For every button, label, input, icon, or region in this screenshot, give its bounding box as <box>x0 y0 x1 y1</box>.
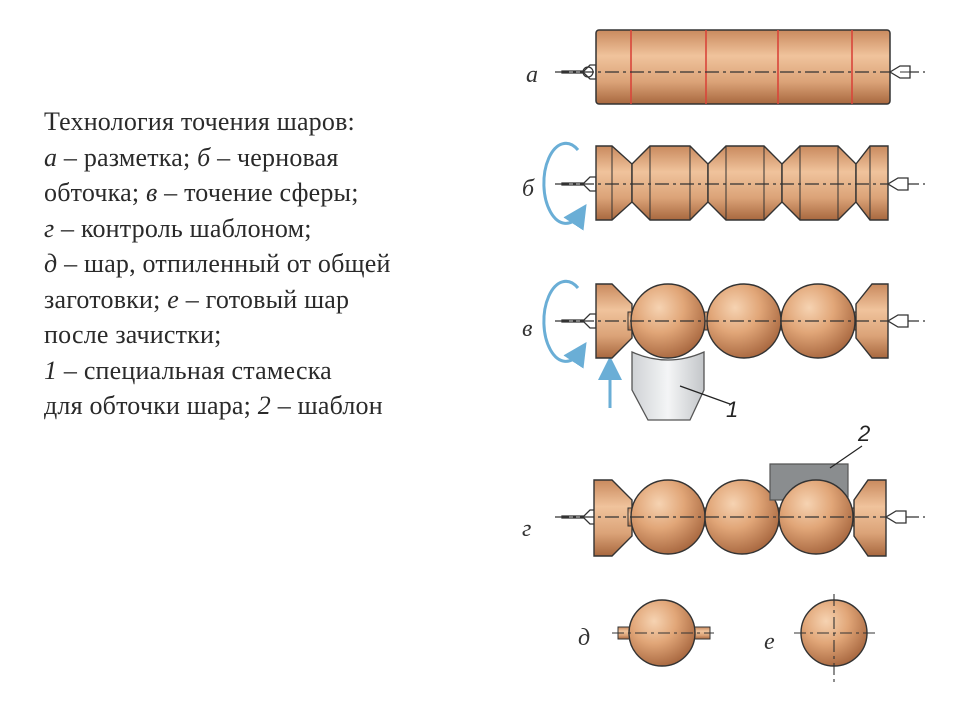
caption-line-6: заготовки; е – готовый шар <box>44 284 350 314</box>
special-chisel <box>631 351 705 421</box>
rotation-arrow-icon <box>542 141 587 231</box>
panel-b-label: б <box>522 176 535 202</box>
caption: Технология точения шаров: а – разметка; … <box>44 104 514 424</box>
caption-line-2: а – разметка; б – черновая <box>44 142 339 172</box>
panel-g-label: г <box>522 516 531 542</box>
callout-leader-2 <box>829 445 863 469</box>
caption-line-5: д – шар, отпиленный от общей <box>44 249 391 278</box>
caption-line-3: обточка; в – точение сферы; <box>44 178 359 207</box>
panel-d-label: д <box>578 625 590 651</box>
panel-e: е <box>764 594 876 684</box>
panel-b: б <box>522 141 925 231</box>
caption-line-4: г – контроль шаблоном; <box>44 213 312 243</box>
lathe-tailstock-center-icon <box>888 65 912 79</box>
caption-line-9: для обточки шара; 2 – шаблон <box>44 391 383 420</box>
panel-e-label: е <box>764 629 775 655</box>
panel-d: д <box>578 599 714 667</box>
panel-v: в 1 <box>522 279 925 422</box>
callout-template-label: 2 <box>857 421 870 446</box>
caption-line-7: после зачистки; <box>44 320 222 349</box>
rough-turned-segments <box>631 145 857 221</box>
callout-leader-1 <box>679 385 731 405</box>
caption-line-8: 1 – специальная стамеска <box>44 355 332 385</box>
callout-chisel-label: 1 <box>726 397 738 422</box>
caption-title: Технология точения шаров: <box>44 107 355 136</box>
panel-a: а <box>526 29 925 105</box>
panel-a-label: а <box>526 62 538 88</box>
panel-v-label: в <box>522 316 532 342</box>
lathe-tailstock-center-icon <box>886 177 909 191</box>
wood-blank <box>595 29 891 105</box>
panel-g: г 2 <box>522 421 925 557</box>
rotation-arrow-icon <box>542 279 587 369</box>
marking-lines <box>630 30 853 104</box>
